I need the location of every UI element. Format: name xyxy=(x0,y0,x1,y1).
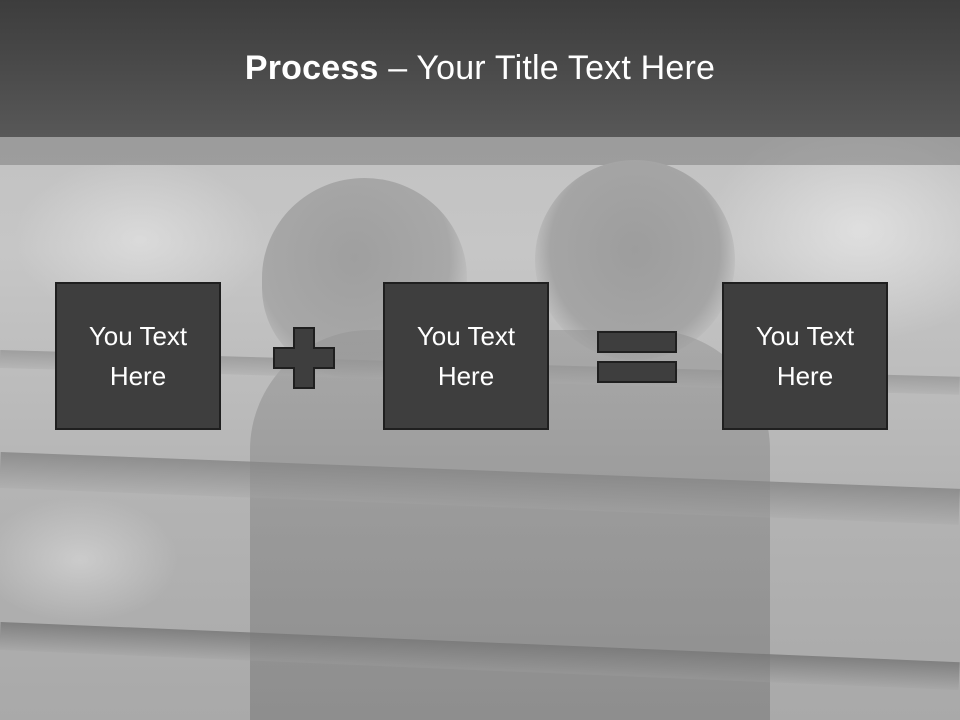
background-strip xyxy=(0,137,960,165)
process-box-label: You Text Here xyxy=(755,321,855,391)
equals-icon xyxy=(597,331,677,383)
slide-title[interactable]: Process – Your Title Text Here xyxy=(245,49,715,88)
plus-icon xyxy=(273,327,335,389)
slide-title-rest: – Your Title Text Here xyxy=(378,49,716,87)
process-box-2[interactable]: You Text Here xyxy=(383,282,549,430)
process-box-1[interactable]: You Text Here xyxy=(55,282,221,430)
background-person-right xyxy=(535,160,735,360)
title-band: Process – Your Title Text Here xyxy=(0,0,960,137)
process-box-label: You Text Here xyxy=(416,321,516,391)
slide-title-bold: Process xyxy=(244,49,379,87)
process-box-label: You Text Here xyxy=(88,321,188,391)
process-box-3[interactable]: You Text Here xyxy=(722,282,888,430)
